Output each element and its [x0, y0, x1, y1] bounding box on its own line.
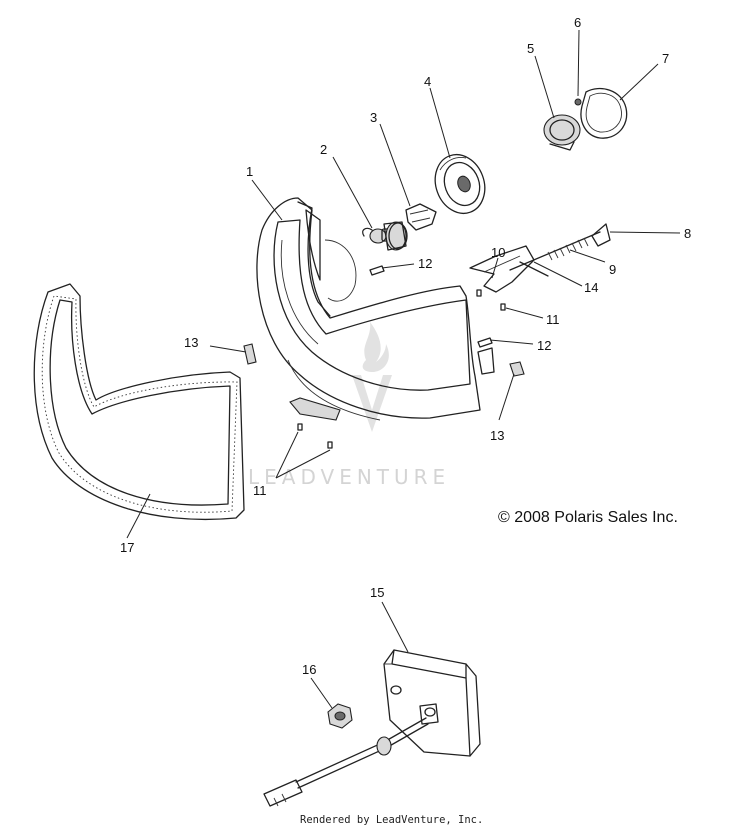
callout-13b: 13 [490, 428, 504, 443]
callout-3: 3 [370, 110, 377, 125]
callout-5: 5 [527, 41, 534, 56]
callout-12a: 12 [418, 256, 432, 271]
callout-17: 17 [120, 540, 134, 555]
callout-2: 2 [320, 142, 327, 157]
part-17-gasket [33, 283, 245, 521]
callouts: 1 2 3 4 5 6 7 8 9 10 11 11 12 12 13 13 1… [120, 15, 691, 677]
part-1-headlight-housing [256, 197, 495, 421]
part-16-connector-nut [327, 703, 353, 729]
callout-13a: 13 [184, 335, 198, 350]
part-6-screw [574, 98, 582, 106]
part-14-adjuster-rod [519, 261, 549, 277]
leader-lines [126, 29, 681, 709]
copyright-notice: © 2008 Polaris Sales Inc. [498, 509, 678, 526]
callout-1: 1 [246, 164, 253, 179]
callout-8: 8 [684, 226, 691, 241]
part-8-adjuster-knob [383, 221, 408, 251]
callout-11a: 11 [546, 312, 560, 327]
part-11-screws [297, 289, 506, 449]
callout-16: 16 [302, 662, 316, 677]
part-15-ballast [383, 649, 481, 757]
callout-14: 14 [584, 280, 598, 295]
callout-6: 6 [574, 15, 581, 30]
rendered-by-footer: Rendered by LeadVenture, Inc. [300, 814, 484, 826]
watermark-logo-icon [352, 322, 392, 432]
part-10-bracket [469, 245, 535, 293]
part-7-cover-seal [580, 87, 628, 139]
part-12-screws [369, 265, 493, 348]
callout-7: 7 [662, 51, 669, 66]
wiring-harness [263, 717, 429, 807]
part-9-adjuster-spring [509, 223, 611, 271]
watermark: LEADVENTURE [248, 322, 450, 489]
part-4-reflector [434, 153, 486, 215]
callout-9: 9 [609, 262, 616, 277]
callout-15: 15 [370, 585, 384, 600]
callout-10: 10 [491, 245, 505, 260]
callout-11b: 11 [253, 483, 267, 498]
watermark-text: LEADVENTURE [248, 465, 450, 489]
callout-4: 4 [424, 74, 431, 89]
part-5-rear-cap [543, 114, 581, 151]
part-3-spring-clip [405, 203, 437, 231]
callout-12b: 12 [537, 338, 551, 353]
part-13-clips [243, 343, 525, 377]
